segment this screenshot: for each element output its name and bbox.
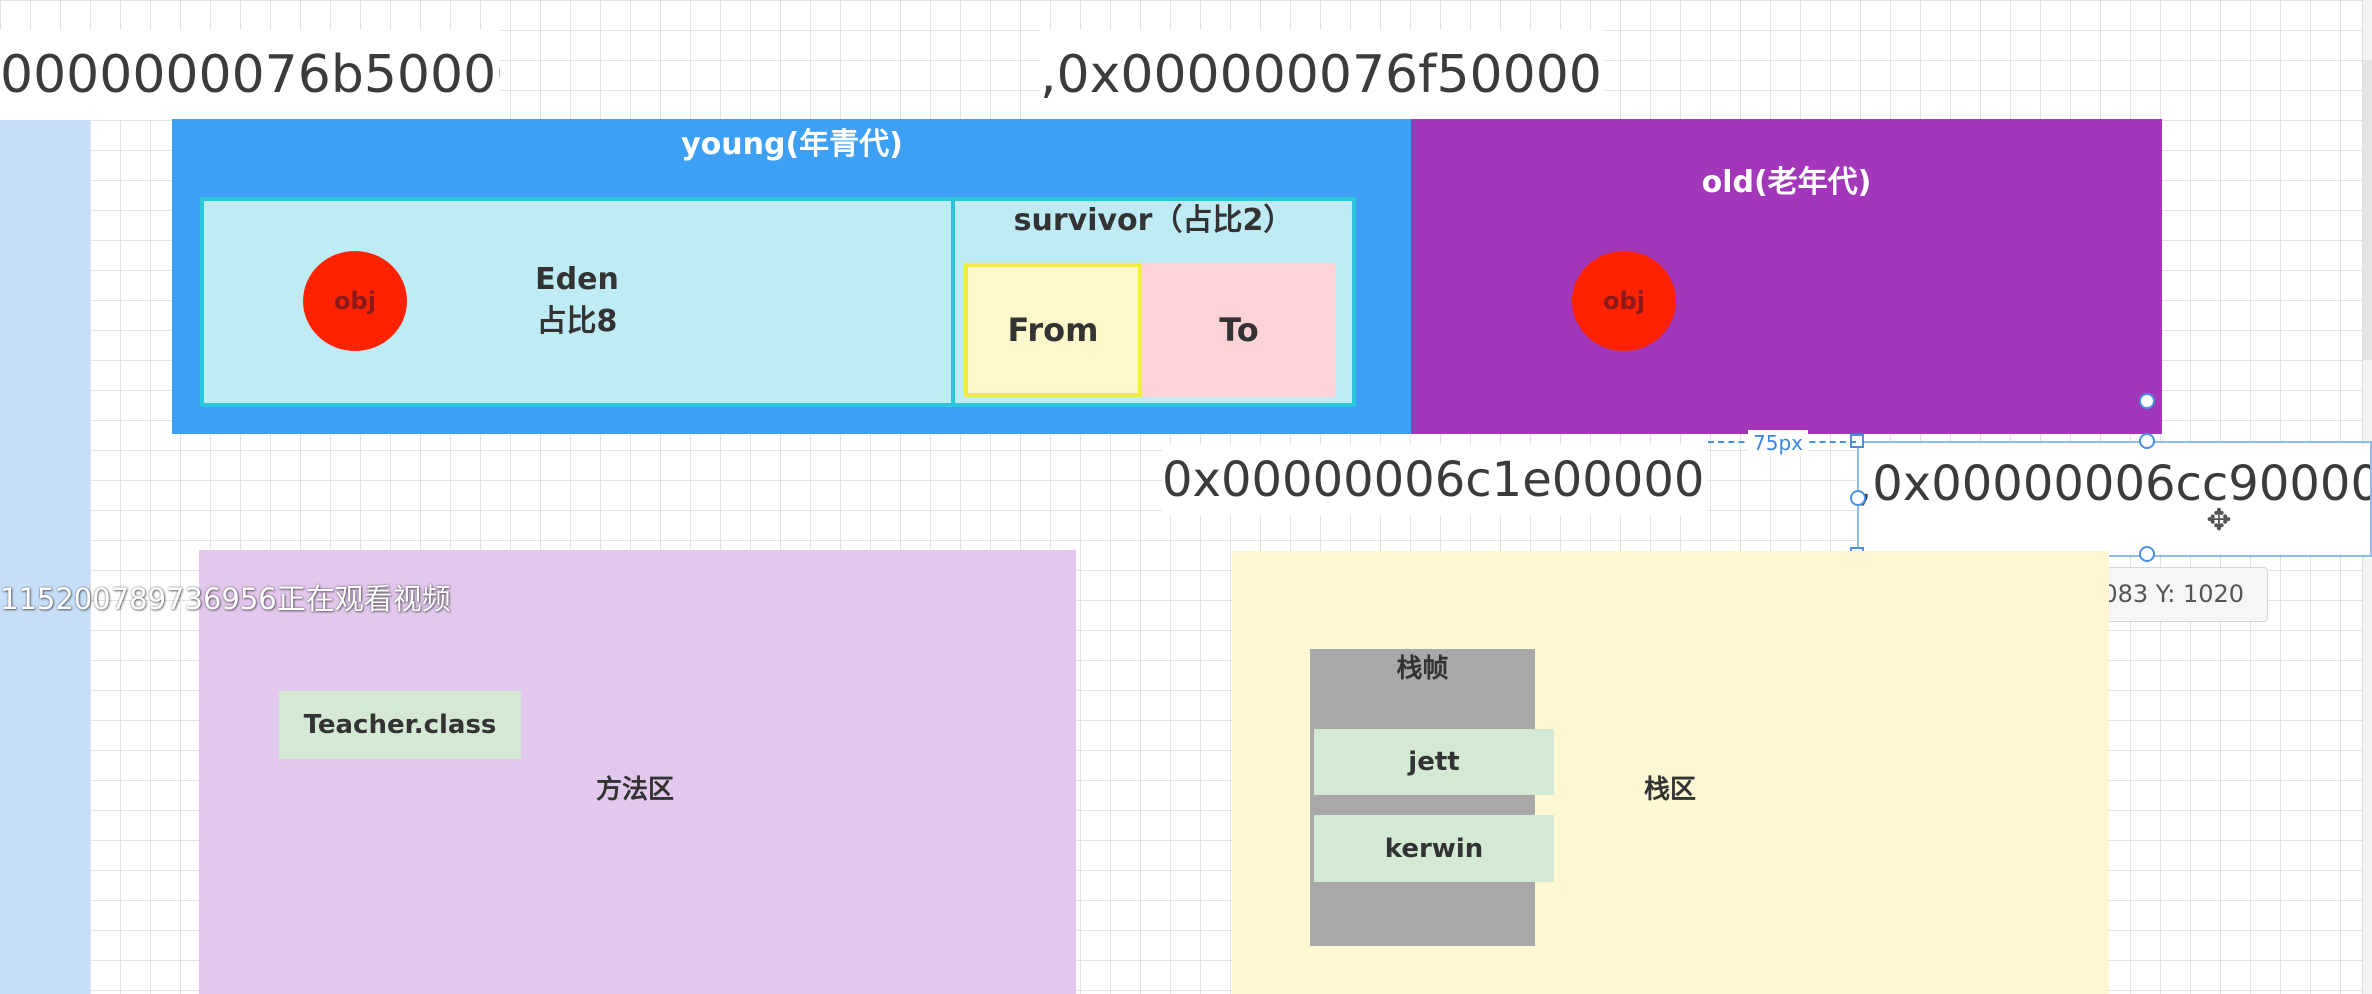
eden-name: Eden [535, 262, 619, 297]
eden-object-label: obj [334, 287, 376, 315]
address-label-top-right[interactable]: ,0x000000076f500000] [1040, 30, 1605, 120]
scrollbar-thumb[interactable] [2363, 60, 2372, 360]
left-panel-strip [0, 120, 90, 994]
resize-handle-left[interactable] [1850, 490, 1866, 506]
survivor-title: survivor（占比2） [1013, 203, 1294, 238]
teacher-class-box[interactable]: Teacher.class [279, 691, 521, 759]
survivor-to-label: To [1219, 311, 1259, 349]
stack-area-label: 栈区 [1643, 775, 1696, 805]
old-object-label: obj [1603, 287, 1645, 315]
selection-outline [1857, 441, 2372, 557]
method-area-box[interactable] [199, 550, 1076, 994]
rotate-handle[interactable] [2139, 393, 2155, 409]
address-label-mid-left[interactable]: 0x00000006c1e00000 [1162, 445, 1707, 515]
eden-ratio: 占比8 [536, 304, 618, 339]
stack-frame-title: 栈帧 [1396, 654, 1449, 684]
eden-object-circle[interactable]: obj [303, 251, 407, 351]
stack-frame-box[interactable] [1310, 649, 1535, 946]
teacher-class-label: Teacher.class [303, 710, 497, 740]
old-generation-box[interactable] [1411, 119, 2162, 434]
young-generation-title: young(年青代) [681, 127, 903, 162]
address-label-mid-right[interactable]: ,0x00000006cc900000 [1857, 444, 2372, 554]
stack-frame-item-label: jett [1408, 747, 1460, 777]
move-cursor-icon: ✥ [2206, 502, 2232, 538]
resize-handle-bottom[interactable] [2139, 546, 2155, 562]
stack-frame-item-label: kerwin [1384, 833, 1484, 864]
old-generation-title: old(老年代) [1701, 165, 1872, 200]
stack-frame-item-kerwin[interactable]: kerwin [1314, 815, 1554, 882]
old-object-circle[interactable]: obj [1572, 251, 1676, 351]
viewer-overlay-text: 115200789736956正在观看视频 [0, 582, 451, 616]
distance-guide-label: 75px [1748, 430, 1808, 456]
method-area-label: 方法区 [595, 775, 674, 805]
stack-frame-item-jett[interactable]: jett [1314, 729, 1554, 795]
survivor-to-box[interactable]: To [1142, 263, 1336, 397]
survivor-from-box[interactable]: From [964, 263, 1142, 397]
eden-label: Eden 占比8 [477, 259, 677, 349]
resize-handle-top[interactable] [2139, 433, 2155, 449]
survivor-from-label: From [1007, 311, 1099, 349]
address-label-top-left[interactable]: 0000000076b500000,( [0, 30, 500, 120]
